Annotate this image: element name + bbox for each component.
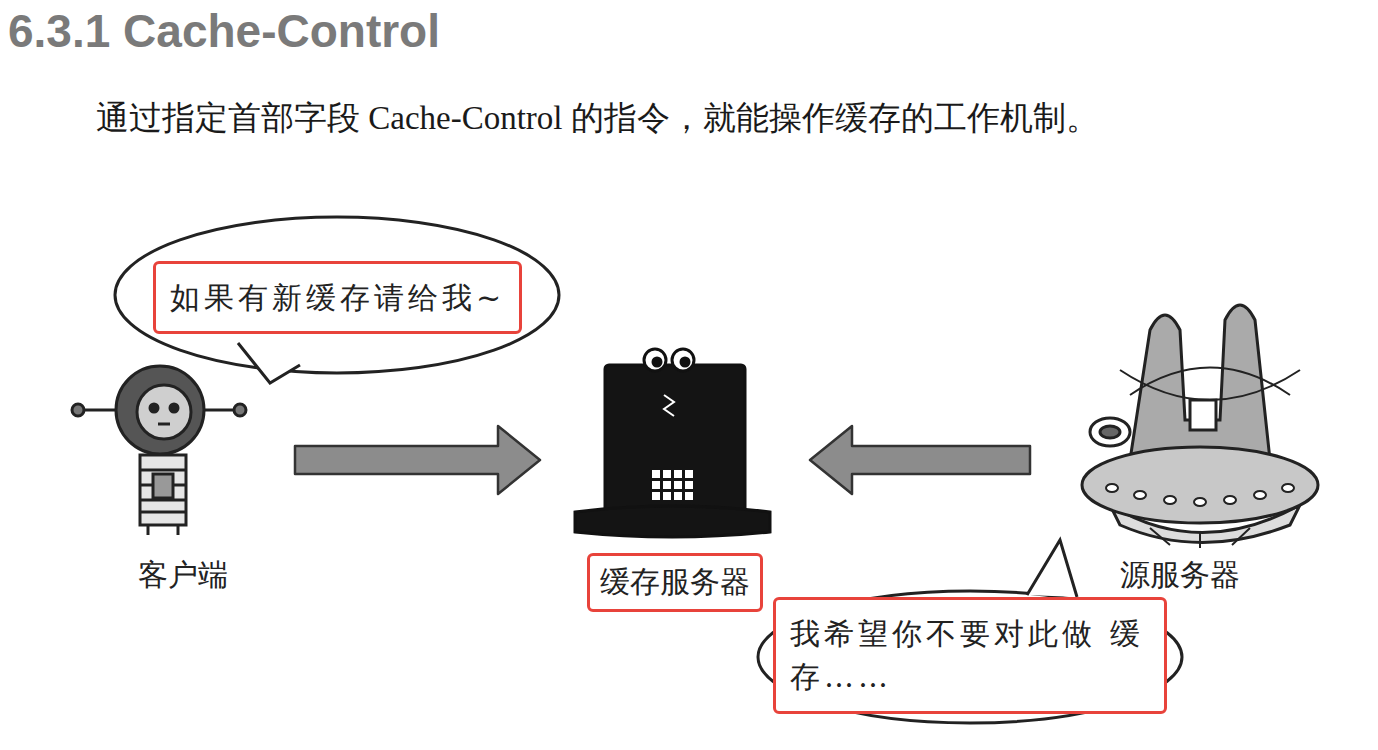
- bubble-tail-fill: [238, 343, 300, 383]
- bubble-ellipse: [758, 591, 1182, 723]
- speech-text: 我希望你不要对此做 缓存……: [773, 597, 1167, 714]
- bubble-tail: [238, 343, 300, 383]
- origin-server-figure: 源服务器: [1030, 280, 1330, 602]
- bubble-ellipse: [115, 217, 559, 373]
- section-title: 6.3.1 Cache-Control: [8, 4, 440, 58]
- bubble-tail-fill: [1027, 540, 1077, 597]
- block-arrow: [810, 426, 1030, 494]
- cache-server-hat: [575, 349, 770, 537]
- intro-text: 通过指定首部字段 Cache-Control 的指令，就能操作缓存的工作机制。: [96, 96, 1099, 141]
- origin-speech-bubble: 我希望你不要对此做 缓存……: [755, 585, 1185, 725]
- bubble-tail: [1027, 540, 1077, 597]
- client-figure: 客户端: [70, 340, 295, 602]
- speech-text: 如果有新缓存请给我~: [153, 261, 522, 335]
- figure-label: 缓存服务器: [587, 553, 763, 612]
- origin-server-ufo: [1082, 305, 1318, 548]
- figure-label: 源服务器: [1110, 549, 1250, 602]
- block-arrow: [295, 426, 540, 494]
- client-robot: [72, 366, 246, 535]
- cache-server-figure: 缓存服务器: [540, 340, 810, 612]
- client-speech-bubble: 如果有新缓存请给我~: [110, 215, 565, 380]
- figure-label: 客户端: [128, 549, 238, 602]
